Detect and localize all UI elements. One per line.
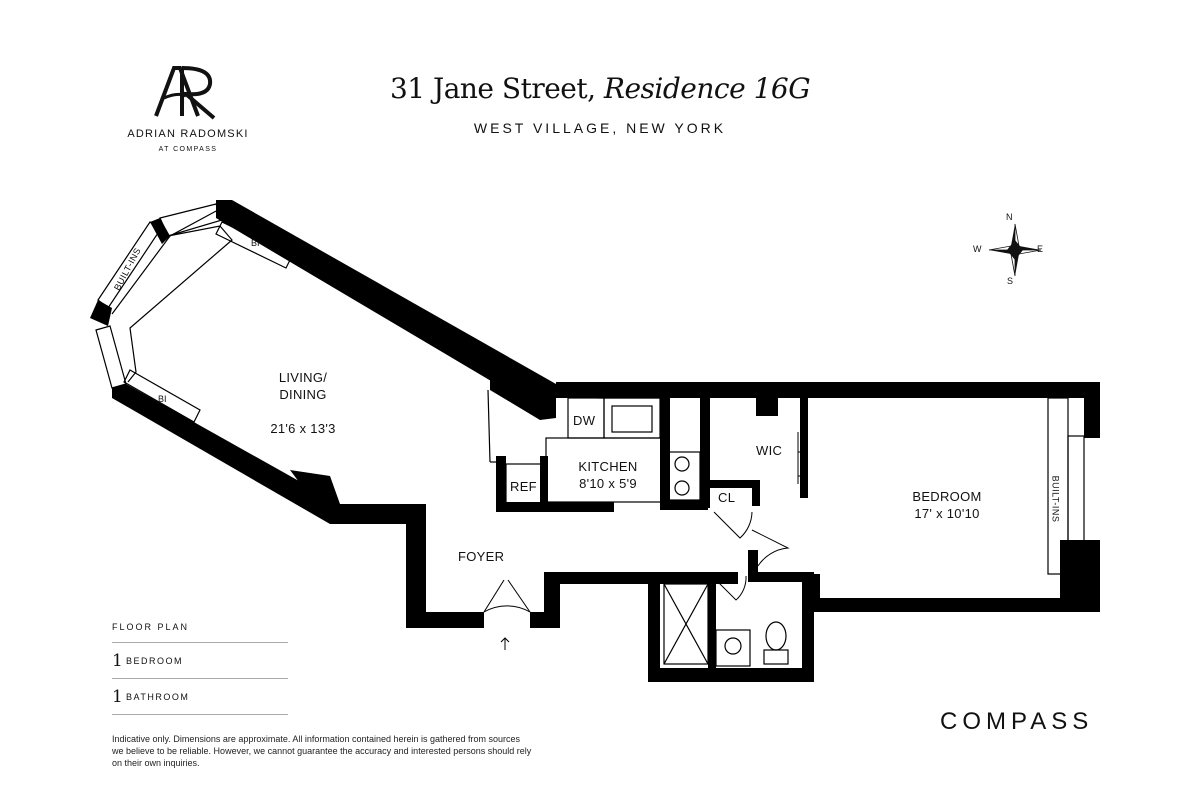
floor-plan-summary: FLOOR PLAN 1 BEDROOM 1 BATHROOM bbox=[112, 622, 288, 715]
entry-arrow-icon bbox=[500, 637, 510, 650]
summary-row-bathroom: 1 BATHROOM bbox=[112, 679, 288, 715]
compass-rose: N S W E bbox=[973, 210, 1055, 295]
dishwasher-label: DW bbox=[573, 413, 596, 428]
living-dining-label: LIVING/ DINING 21'6 x 13'3 bbox=[248, 352, 358, 454]
kitchen-dimensions: 8'10 x 5'9 bbox=[579, 476, 637, 491]
location-subtitle: WEST VILLAGE, NEW YORK bbox=[473, 120, 727, 136]
living-room-walls bbox=[90, 200, 556, 524]
residence-number: Residence 16G bbox=[603, 72, 811, 105]
foyer-label: FOYER bbox=[458, 549, 505, 564]
street-address: 31 Jane Street, bbox=[389, 72, 596, 105]
refrigerator-label: REF bbox=[510, 479, 537, 494]
built-ins-label-bedroom: BUILT-INS bbox=[1050, 475, 1061, 523]
floor-plan-heading: FLOOR PLAN bbox=[112, 622, 288, 643]
closet-label: CL bbox=[718, 490, 736, 505]
bedroom-name: BEDROOM bbox=[912, 489, 982, 504]
built-in-label-lower: BI bbox=[158, 394, 167, 404]
disclaimer-text: Indicative only. Dimensions are approxim… bbox=[112, 734, 532, 768]
door-swings bbox=[483, 432, 805, 613]
bedroom-count-label: BEDROOM bbox=[126, 655, 184, 666]
bathroom-count-label: BATHROOM bbox=[126, 691, 190, 702]
agent-logo: ADRIAN RADOMSKI AT COMPASS bbox=[108, 62, 268, 153]
wic-label: WIC bbox=[756, 443, 783, 458]
bay-window-outlines bbox=[95, 203, 293, 423]
bedroom-dimensions: 17' x 10'10 bbox=[914, 506, 980, 521]
kitchen-fixtures bbox=[487, 383, 701, 505]
agent-affiliation: AT COMPASS bbox=[158, 146, 218, 153]
compass-south-label: S bbox=[1007, 276, 1014, 286]
living-dining-dimensions: 21'6 x 13'3 bbox=[270, 421, 336, 436]
living-dining-name: LIVING/ DINING bbox=[278, 370, 328, 402]
compass-east-label: E bbox=[1037, 244, 1044, 254]
ar-monogram-icon bbox=[154, 66, 216, 120]
interior-walls bbox=[406, 382, 1100, 682]
compass-star-icon bbox=[988, 223, 1042, 277]
kitchen-label: KITCHEN 8'10 x 5'9 bbox=[556, 458, 660, 492]
summary-row-bedroom: 1 BEDROOM bbox=[112, 643, 288, 679]
page-title: 31 Jane Street, Residence 16G bbox=[0, 72, 1200, 105]
compass-west-label: W bbox=[973, 244, 982, 254]
bedroom-count: 1 bbox=[112, 650, 123, 671]
agent-name: ADRIAN RADOMSKI bbox=[127, 128, 249, 140]
compass-brand-logo: COMPASS bbox=[940, 708, 1094, 735]
bathroom-fixtures bbox=[663, 583, 789, 667]
bedroom-label: BEDROOM 17' x 10'10 bbox=[880, 488, 1014, 522]
kitchen-name: KITCHEN bbox=[578, 459, 638, 474]
bedroom-window bbox=[1047, 397, 1085, 575]
bathroom-count: 1 bbox=[112, 686, 123, 707]
built-in-label-upper: BI bbox=[251, 238, 260, 248]
compass-north-label: N bbox=[1006, 212, 1013, 222]
